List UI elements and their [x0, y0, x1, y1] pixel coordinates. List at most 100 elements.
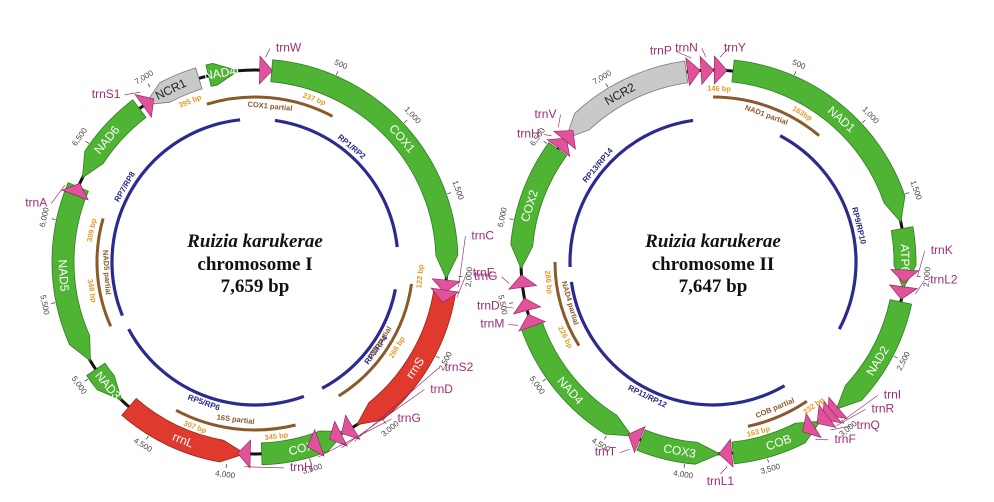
- scale-tick: [86, 141, 89, 143]
- partial-label: NAD4 partial: [560, 280, 581, 326]
- trna-label: trnL2: [930, 273, 958, 287]
- trna-label: trnR: [872, 401, 895, 415]
- primer-arc: [571, 282, 784, 405]
- trna-leader: [266, 49, 270, 58]
- scale-tick-label: 1,500: [908, 179, 923, 201]
- scale-tick-label: 500: [333, 58, 349, 72]
- trna-leader: [558, 115, 560, 128]
- trna-trnk-marker: [891, 269, 919, 282]
- chromosome-name: chromosome I: [197, 254, 312, 275]
- partial-label: NAD5 partial: [101, 250, 113, 296]
- trna-leader: [720, 467, 727, 474]
- trna-label: trnT: [595, 445, 617, 459]
- trna-label: trnG: [397, 411, 420, 425]
- trna-leader: [702, 48, 706, 57]
- scale-tick-label: 3,500: [759, 462, 781, 476]
- scale-tick: [447, 193, 451, 194]
- primer-arc: [129, 329, 304, 405]
- scale-tick-label: 7,000: [133, 68, 155, 86]
- scale-tick: [148, 84, 150, 87]
- scale-tick-label: 4,500: [132, 436, 154, 454]
- scale-tick: [52, 219, 56, 220]
- trna-label: trnS2: [445, 360, 474, 374]
- trna-label: trnS1: [92, 87, 121, 101]
- scale-tick: [862, 120, 865, 123]
- trna-trnw-marker: [259, 56, 272, 84]
- scale-tick-label: 1,000: [402, 105, 423, 126]
- trna-label: trnM: [480, 317, 504, 331]
- scale-tick: [606, 84, 608, 87]
- scale-tick-label: 2,500: [895, 350, 912, 372]
- scale-tick: [510, 219, 514, 220]
- trna-label: trnV: [534, 107, 556, 121]
- scale-tick-label: 1,500: [450, 179, 465, 201]
- trna-leader: [124, 92, 140, 95]
- scale-tick-label: 1,000: [860, 105, 881, 126]
- trna-label: trnD: [430, 382, 453, 396]
- scale-tick-label: 6,500: [70, 126, 89, 148]
- primer-arc: [780, 136, 856, 329]
- trna-label: trnY: [724, 41, 746, 55]
- scale-tick: [509, 303, 513, 304]
- scale-tick: [794, 71, 796, 75]
- scale-tick: [768, 459, 769, 463]
- trna-label: trnL1: [707, 474, 735, 488]
- trna-leader: [544, 134, 552, 135]
- scale-tick: [905, 193, 909, 194]
- partial-bp-label: 226 bp: [556, 324, 575, 350]
- trna-label: trnG: [474, 269, 497, 283]
- scale-tick-label: 5,000: [528, 374, 547, 396]
- scale-tick-label: 4,000: [215, 469, 237, 481]
- trna-leader: [502, 277, 510, 284]
- partial-label: 16S partial: [216, 413, 255, 427]
- trna-trns2-marker: [342, 415, 360, 439]
- partial-bp-label: 122 bp: [414, 264, 425, 289]
- trna-label: trnA: [25, 196, 47, 210]
- scale-tick: [436, 356, 440, 358]
- gene-rrnl-arrow: [122, 399, 245, 462]
- gene-label: NAD5: [55, 259, 71, 292]
- trna-label: trnN: [675, 40, 698, 54]
- scale-tick: [404, 120, 407, 123]
- scale-tick-label: 7,000: [591, 68, 613, 86]
- scale-tick: [543, 379, 546, 381]
- partial-bp-label: 146 bp: [707, 84, 731, 94]
- trna-trnn-marker: [700, 56, 714, 84]
- trna-label: trnH: [517, 127, 540, 141]
- trna-trng-marker: [509, 275, 537, 290]
- gene-nad1-arrow: [732, 60, 905, 222]
- scale-tick: [604, 436, 606, 439]
- trna-label: trnK: [931, 243, 953, 257]
- scale-tick-label: 5,500: [38, 294, 51, 316]
- gene-cox2-arrow: [511, 143, 567, 269]
- scale-tick: [51, 303, 55, 304]
- chromosome-length: 7,647 bp: [679, 276, 748, 297]
- chromosome-name: chromosome II: [652, 254, 775, 275]
- chromosome-length: 7,659 bp: [221, 276, 290, 297]
- partial-bp-label: 348 bp: [86, 278, 99, 303]
- partial-label: COX1 partial: [247, 100, 293, 113]
- scale-tick-label: 5,000: [70, 374, 89, 396]
- trna-trnh-marker: [238, 440, 251, 468]
- scale-tick-label: 6,000: [496, 206, 509, 228]
- scale-tick: [894, 356, 898, 358]
- trna-label: trnC: [471, 228, 494, 242]
- trna-trnl1-marker: [719, 439, 733, 467]
- scale-tick: [336, 71, 338, 75]
- trna-leader: [508, 325, 518, 326]
- trna-label: trnD: [477, 299, 500, 313]
- trna-label: trnQ: [857, 418, 880, 432]
- partial-label: COB partial: [754, 396, 796, 420]
- trna-label: trnI: [884, 388, 901, 402]
- scale-tick: [684, 464, 685, 468]
- trna-leader: [620, 449, 630, 452]
- species-name: Ruizia karukerae: [644, 231, 781, 252]
- trna-label: trnF: [834, 432, 855, 446]
- trna-trnl2-marker: [890, 285, 918, 299]
- chromosome-map-2: 5001,0001,5002,0002,5003,0003,5004,0004,…: [474, 40, 958, 488]
- scale-tick-label: 4,000: [673, 469, 695, 481]
- trna-label: trnW: [276, 41, 302, 55]
- scale-tick: [544, 141, 547, 143]
